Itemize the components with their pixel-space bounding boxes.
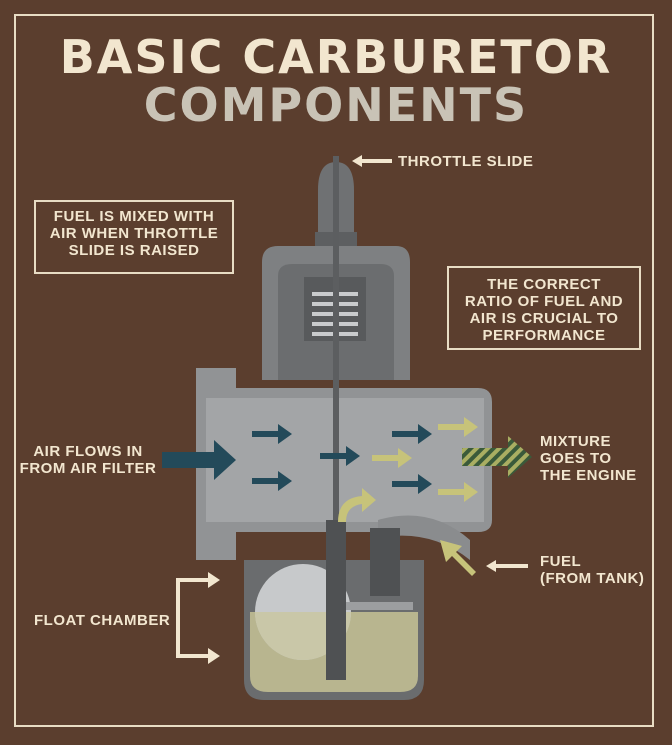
note-mix-box: FUEL IS MIXED WITH AIR WHEN THROTTLE SLI… — [34, 200, 234, 274]
air-arrows — [162, 424, 432, 494]
label-air-in-line-1: AIR FLOWS IN — [33, 443, 143, 460]
air-arrow-3 — [320, 446, 360, 466]
note-mix-line-3: SLIDE IS RAISED — [68, 242, 200, 259]
float-bracket — [176, 572, 220, 664]
fuel-in-arrow — [440, 540, 476, 576]
needle-valve — [370, 528, 400, 596]
fuel-rise-arrow — [338, 488, 376, 522]
label-mixture-line-3: THE ENGINE — [540, 467, 637, 484]
mix-arrow-2 — [372, 448, 412, 468]
note-ratio-line-2: RATIO OF FUEL AND — [464, 293, 624, 310]
title-line-1: BASIC CARBURETOR — [59, 30, 613, 84]
label-fuel-line-1: FUEL — [540, 553, 582, 570]
label-fuel-line-2: (FROM TANK) — [540, 570, 645, 587]
label-mixture: MIXTURE GOES TO THE ENGINE — [540, 433, 637, 484]
jet-tube — [326, 520, 346, 680]
fuel-inlet — [378, 515, 470, 560]
air-arrow-5 — [392, 474, 432, 494]
note-ratio-line-3: AIR IS CRUCIAL TO — [469, 310, 619, 327]
label-float-chamber: FLOAT CHAMBER — [34, 612, 171, 629]
label-air-in-line-2: FROM AIR FILTER — [19, 460, 157, 477]
label-throttle-slide: THROTTLE SLIDE — [398, 153, 534, 170]
fuel-arrows — [338, 417, 478, 576]
mix-arrow-1 — [438, 417, 478, 437]
leader-lines — [176, 155, 528, 664]
mix-arrow-3 — [438, 482, 478, 502]
note-ratio-line-1: THE CORRECT — [487, 276, 601, 293]
air-passage — [206, 398, 484, 522]
note-mix-line-2: AIR WHEN THROTTLE — [49, 225, 219, 242]
note-ratio-line-4: PERFORMANCE — [482, 327, 606, 344]
throttle-needle — [333, 156, 339, 676]
air-arrow-2 — [252, 471, 292, 491]
border-frame — [14, 14, 654, 727]
air-arrow-1 — [252, 424, 292, 444]
label-mixture-line-2: GOES TO — [540, 450, 612, 467]
note-mix-line-1: FUEL IS MIXED WITH — [53, 208, 215, 225]
label-fuel: FUEL (FROM TANK) — [540, 553, 644, 587]
throttle-leader — [352, 155, 392, 167]
air-arrow-4 — [392, 424, 432, 444]
title-line-2: COMPONENTS — [143, 78, 529, 132]
float-arm — [345, 602, 413, 610]
fuel-leader — [486, 560, 528, 572]
air-arrow-inlet — [162, 440, 236, 480]
label-mixture-line-1: MIXTURE — [540, 433, 611, 450]
note-ratio-box: THE CORRECT RATIO OF FUEL AND AIR IS CRU… — [447, 266, 641, 350]
label-air-in: AIR FLOWS IN FROM AIR FILTER — [18, 443, 158, 477]
mixture-out-arrow — [462, 436, 532, 478]
